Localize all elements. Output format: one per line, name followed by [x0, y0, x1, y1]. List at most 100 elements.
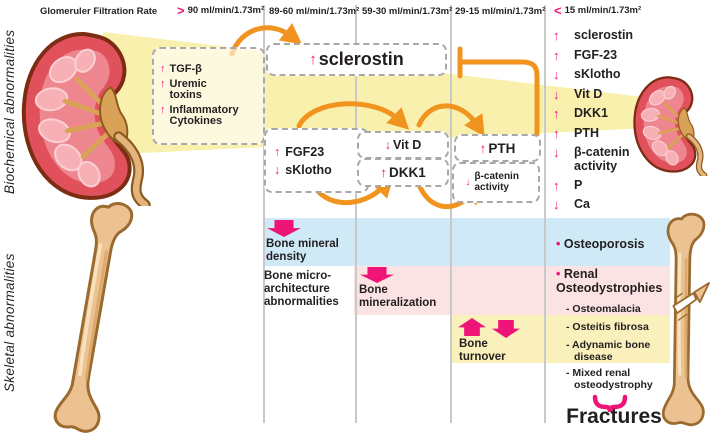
up-arrow-icon: ↑ [274, 144, 281, 159]
list-item: ↓ sKlotho [553, 67, 654, 83]
up-arrow-icon: ↑ [553, 47, 560, 63]
up-arrow-icon: ↑ [380, 165, 387, 180]
band-bone-mineralization [354, 266, 670, 315]
gfr-stage-1-value: 90 ml/min/1.73m² [187, 5, 265, 16]
osteoporosis-text: Osteoporosis [563, 237, 645, 251]
list-item: ↑ FGF-23 [553, 47, 654, 63]
down-arrow-icon: ↓ [553, 197, 560, 213]
pth-label: PTH [488, 140, 516, 156]
box-pth: ↑ PTH [454, 134, 541, 162]
uremic-toxins-item: ↑ Uremic toxins [160, 77, 232, 102]
gfr-stage-4: 29-15 ml/min/1.73m² [455, 6, 545, 17]
bcatenin-label: β-catenin activity [474, 171, 519, 193]
label-bone-mineral-density: Bone mineral density [266, 238, 339, 263]
gfr-stage-3-value: 59-30 ml/min/1.73m² [362, 6, 453, 17]
less-than-icon: < [554, 3, 562, 18]
down-arrow-icon: ↓ [384, 138, 391, 152]
gfr-axis-label: Glomeruler Filtration Rate [40, 6, 157, 17]
box-tgf-uremic: ↑ TGF-β ↑ Uremic toxins ↑ Inflammatory C… [152, 47, 265, 145]
osteodystrophy-sub-item: - Mixed renal osteodystrophy [566, 367, 653, 392]
bullet-icon: • [556, 237, 561, 251]
gfr-stage-5-value: 15 ml/min/1.73m² [564, 5, 642, 16]
label-renal-osteodystrophies: • Renal Osteodystrophies [556, 267, 668, 295]
list-item-label: DKK1 [574, 106, 609, 121]
fgf23-item: ↑ FGF23 [274, 145, 324, 159]
up-arrow-icon: ↑ [160, 103, 166, 116]
list-item: ↑ PTH [553, 125, 654, 141]
list-item-label: sclerostin [574, 28, 634, 42]
inflammatory-cytokines-item: ↑ Inflammatory Cytokines [160, 103, 246, 128]
list-item: ↓ Vit D [553, 86, 654, 102]
up-arrow-icon: ↑ [553, 125, 560, 141]
list-item-label: β-catenin activity [574, 145, 630, 173]
up-arrow-icon: ↑ [553, 106, 560, 122]
down-arrow-icon: ↓ [553, 67, 560, 83]
up-arrow-icon: ↑ [309, 51, 317, 68]
list-item-label: PTH [574, 125, 599, 140]
list-item: ↑ DKK1 [553, 106, 654, 122]
list-item: ↓ Ca [553, 197, 654, 213]
label-bone-mineralization: Bone mineralization [359, 284, 437, 309]
column-divider-3 [450, 5, 452, 423]
list-item-label: Vit D [574, 86, 603, 101]
label-osteoporosis: • Osteoporosis [556, 237, 666, 251]
brace-icon [592, 394, 628, 413]
list-item-label: Ca [574, 197, 590, 212]
crack-lines-icon [674, 292, 688, 322]
osteodystrophy-sub-item: - Adynamic bone disease [566, 339, 651, 364]
list-item: ↓ β-catenin activity [553, 145, 654, 173]
up-arrow-icon: ↑ [160, 77, 166, 90]
band-bone-turnover [451, 315, 670, 363]
gfr-stage-1: > 90 ml/min/1.73m² [177, 4, 264, 17]
gfr-stage-4-value: 29-15 ml/min/1.73m² [455, 6, 546, 17]
down-arrow-icon: ↓ [274, 162, 281, 177]
gfr-stage-5: < 15 ml/min/1.73m² [554, 4, 641, 17]
fracture-gap-icon [672, 292, 698, 315]
down-arrow-icon: ↓ [553, 145, 560, 161]
fractured-femur-illustration [656, 204, 710, 437]
skeletal-axis-label: Skeletal abnormalities [2, 253, 17, 393]
tgf-item-label: TGF-β [169, 63, 202, 76]
arrow-vitd-to-pth [416, 103, 485, 137]
band-bone-mineral-density [263, 218, 670, 266]
greater-than-icon: > [177, 3, 185, 18]
stage5-change-list: ↑ sclerostin ↑ FGF-23 ↓ sKlotho ↓ Vit D … [553, 28, 654, 213]
down-arrow-icon: ↓ [465, 177, 471, 188]
fgf23-label: FGF23 [285, 144, 325, 159]
box-fgf23-sklotho: ↑ FGF23 ↓ sKlotho [264, 128, 369, 193]
sclerostin-label: sclerostin [318, 49, 404, 69]
box-vitd: ↓ Vit D [357, 131, 449, 159]
list-item: ↑ P [553, 177, 654, 193]
tgf-item: ↑ TGF-β [160, 64, 202, 76]
up-arrow-icon: ↑ [160, 63, 166, 76]
uremic-toxins-label: Uremic toxins [169, 77, 207, 102]
list-item-label: P [574, 177, 583, 192]
up-arrow-icon: ↑ [553, 28, 560, 43]
list-item-label: sKlotho [574, 67, 621, 82]
sklotho-item: ↓ sKlotho [274, 163, 332, 177]
label-bone-microarchitecture: Bone micro-architecture abnormalities [264, 270, 339, 308]
list-item: ↑ sclerostin [553, 28, 654, 43]
arrow-fgf23-to-vitd [296, 101, 410, 130]
dkk1-label: DKK1 [388, 165, 426, 180]
vitd-label: Vit D [393, 138, 422, 152]
label-bone-turnover: Bone turnover [459, 338, 506, 363]
box-bcatenin: ↓ β-catenin activity [452, 162, 540, 203]
down-arrow-icon: ↓ [553, 86, 560, 102]
bone-splinter-icon [693, 282, 710, 304]
column-divider-1 [263, 5, 265, 423]
inflammatory-cytokines-label: Inflammatory Cytokines [169, 103, 239, 128]
label-fractures: Fractures [566, 405, 662, 428]
box-dkk1: ↑ DKK1 [357, 158, 449, 187]
up-arrow-icon: ↑ [553, 177, 560, 193]
gfr-stage-2-value: 89-60 ml/min/1.73m² [269, 6, 360, 17]
bullet-icon: • [556, 267, 561, 281]
gfr-axis-label-text: Glomeruler Filtration Rate [40, 6, 158, 17]
renal-osteodystrophies-text: Renal Osteodystrophies [556, 267, 663, 295]
column-divider-4 [544, 5, 546, 423]
gfr-stage-3: 59-30 ml/min/1.73m² [362, 6, 452, 17]
sklotho-label: sKlotho [285, 162, 332, 177]
arrow-tgf-to-sclerostin [229, 23, 303, 57]
gfr-stage-2: 89-60 ml/min/1.73m² [269, 6, 359, 17]
